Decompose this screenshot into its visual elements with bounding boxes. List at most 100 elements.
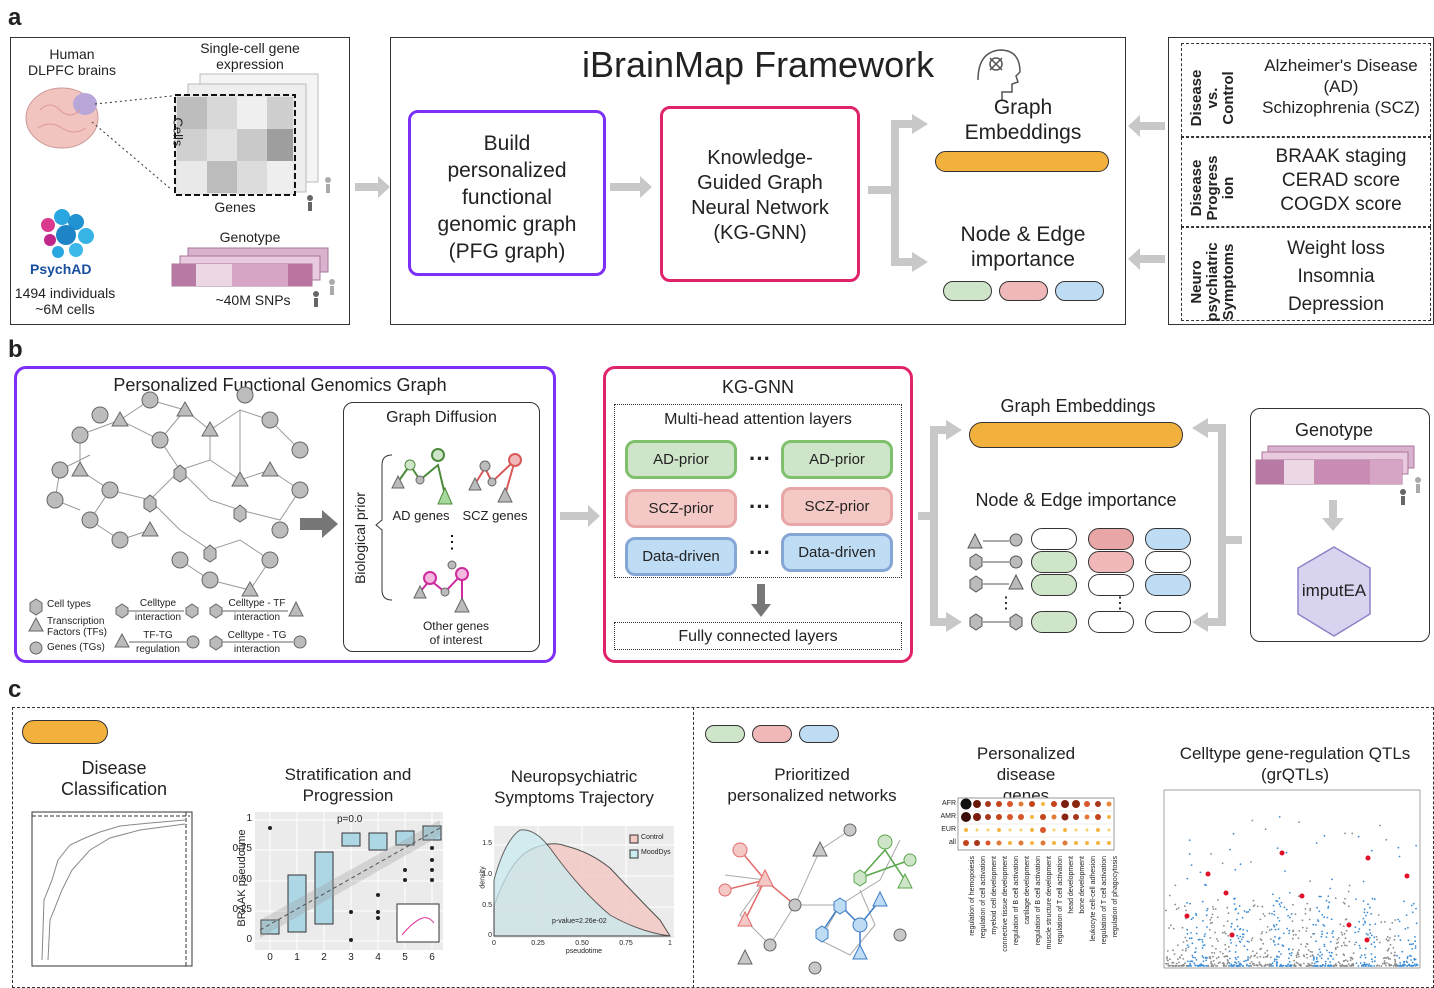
manhattan-point	[1392, 964, 1395, 967]
manhattan-point	[1411, 961, 1414, 964]
manhattan-point	[1224, 955, 1227, 958]
manhattan-point	[1251, 961, 1253, 963]
manhattan-point	[1227, 912, 1230, 915]
manhattan-point	[1253, 962, 1255, 965]
manhattan-point	[1311, 951, 1313, 953]
manhattan-point	[1385, 957, 1388, 959]
manhattan-point	[1276, 956, 1278, 958]
manhattan-point	[1168, 927, 1170, 929]
manhattan-point	[1354, 931, 1357, 934]
manhattan-point	[1344, 959, 1347, 962]
svg-text:⋮: ⋮	[443, 532, 461, 552]
manhattan-point	[1185, 939, 1188, 942]
manhattan-point	[1364, 956, 1367, 959]
manhattan-point	[1414, 965, 1417, 967]
manhattan-point	[1387, 957, 1390, 960]
manhattan-point	[1313, 962, 1316, 965]
manhattan-point	[1241, 933, 1244, 936]
manhattan-point	[1205, 956, 1207, 959]
manhattan-point	[1239, 965, 1241, 967]
manhattan-point	[1180, 954, 1183, 957]
outcome-items-0: Alzheimer's Disease (AD) Schizophrenia (…	[1262, 56, 1420, 117]
heat-row-label: all	[948, 839, 956, 846]
manhattan-point	[1395, 965, 1398, 967]
scz-prior-head-2: SCZ-prior	[781, 487, 893, 526]
manhattan-point	[1379, 941, 1381, 944]
manhattan-point	[1403, 960, 1405, 963]
manhattan-point	[1278, 950, 1280, 953]
manhattan-point	[1355, 898, 1357, 900]
manhattan-point	[1271, 962, 1274, 964]
manhattan-point	[1318, 948, 1321, 951]
manhattan-point	[1371, 958, 1373, 961]
manhattan-point	[1290, 954, 1293, 957]
manhattan-point	[1348, 905, 1350, 908]
density-ytick: 0	[488, 932, 492, 939]
manhattan-point	[1259, 918, 1262, 921]
manhattan-point	[1165, 962, 1167, 965]
manhattan-point	[1277, 937, 1280, 940]
density-ytick: 1.5	[482, 840, 492, 847]
manhattan-point	[1278, 903, 1281, 906]
manhattan-point	[1245, 959, 1247, 962]
manhattan-point	[1305, 953, 1308, 956]
svg-text:⋮: ⋮	[998, 595, 1014, 612]
manhattan-point	[1178, 961, 1180, 964]
manhattan-point	[1318, 895, 1321, 898]
manhattan-point	[1206, 907, 1209, 910]
manhattan-point	[1288, 957, 1290, 960]
manhattan-point	[1285, 908, 1288, 911]
manhattan-point	[1189, 902, 1191, 905]
manhattan-point	[1286, 927, 1289, 930]
manhattan-point	[1214, 931, 1216, 934]
manhattan-point	[1268, 912, 1271, 915]
manhattan-hit	[1205, 871, 1211, 877]
manhattan-point	[1385, 838, 1388, 841]
manhattan-point	[1406, 957, 1409, 960]
manhattan-point	[1395, 963, 1398, 966]
manhattan-point	[1315, 940, 1317, 943]
green-pill-a	[943, 281, 992, 301]
manhattan-point	[1177, 965, 1180, 967]
embedding-bar-b	[969, 422, 1183, 448]
node-edge-label-b: Node & Edge importance	[975, 490, 1177, 510]
density-xtick: 0.25	[531, 940, 545, 947]
manhattan-point	[1321, 933, 1323, 935]
manhattan-point	[1212, 906, 1214, 908]
embedding-bar-c	[22, 720, 108, 744]
manhattan-point	[1269, 938, 1272, 940]
manhattan-point	[1288, 965, 1290, 967]
manhattan-hit	[1184, 913, 1190, 919]
manhattan-point	[1343, 944, 1346, 947]
manhattan-point	[1243, 910, 1246, 912]
blue-pill-a	[1055, 281, 1104, 301]
manhattan-hit	[1346, 922, 1352, 928]
scexpr-label: Single-cell gene expression	[200, 40, 300, 72]
manhattan-point	[1312, 923, 1315, 926]
manhattan-point	[1172, 965, 1175, 967]
manhattan-point	[1228, 950, 1231, 953]
heat-col-label: connective tissue development	[1002, 856, 1009, 952]
manhattan-point	[1238, 928, 1241, 931]
manhattan-point	[1221, 862, 1224, 865]
manhattan-point	[1330, 918, 1333, 921]
manhattan-point	[1195, 959, 1198, 961]
manhattan-point	[1374, 956, 1377, 959]
manhattan-point	[1219, 961, 1221, 964]
manhattan-point	[1274, 936, 1276, 938]
manhattan-point	[1201, 900, 1204, 903]
other-genes-label: Other genes of interest	[422, 619, 490, 647]
manhattan-point	[1166, 950, 1169, 952]
manhattan-point	[1186, 965, 1188, 967]
scz-genes-label: SCZ genes	[462, 508, 528, 523]
manhattan-point	[1179, 956, 1181, 959]
manhattan-point	[1291, 948, 1294, 951]
manhattan-point	[1238, 905, 1241, 907]
manhattan-point	[1373, 965, 1375, 967]
manhattan-point	[1304, 908, 1307, 910]
manhattan-point	[1414, 963, 1416, 965]
manhattan-point	[1252, 905, 1255, 908]
manhattan-point	[1335, 942, 1338, 945]
manhattan-point	[1317, 953, 1319, 956]
box-xtick: 3	[348, 952, 354, 963]
